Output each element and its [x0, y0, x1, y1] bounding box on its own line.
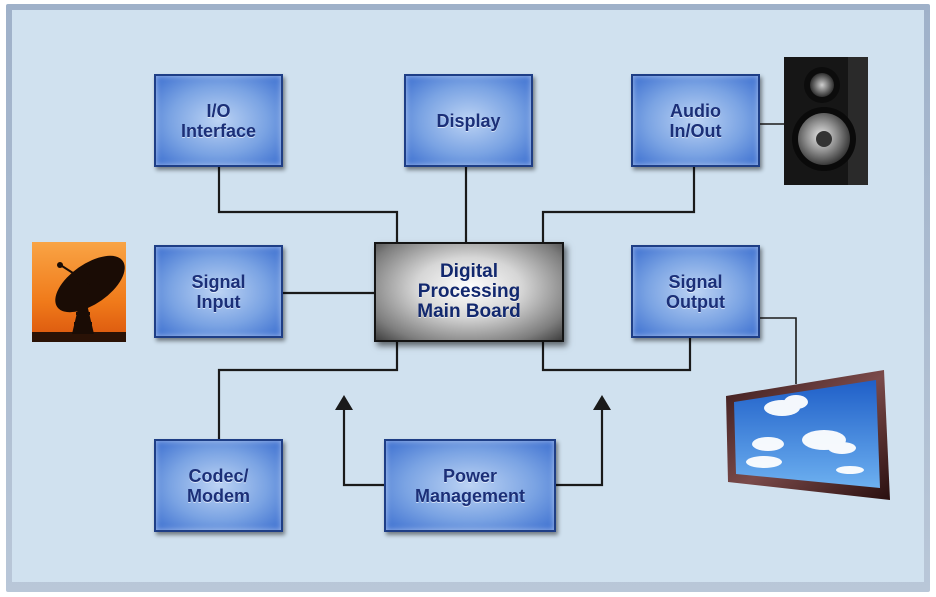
speaker-icon — [784, 57, 868, 185]
wire-signal-output-to-tv — [760, 317, 797, 384]
wire-main-to-codec — [217, 342, 399, 439]
flat-screen-tv-icon — [724, 370, 892, 500]
wire-main-to-signal-output — [541, 338, 692, 372]
node-main-board[interactable]: Digital Processing Main Board — [374, 242, 564, 342]
wire-power-left-arrow — [342, 408, 384, 487]
wire-io-to-main — [217, 167, 399, 242]
satellite-dish-icon — [32, 242, 126, 342]
node-power-management[interactable]: Power Management — [384, 439, 556, 532]
node-signal-input[interactable]: Signal Input — [154, 245, 283, 338]
wire-audio-to-main — [541, 167, 696, 242]
arrowhead-right — [593, 395, 611, 410]
node-display[interactable]: Display — [404, 74, 533, 167]
arrowhead-left — [335, 395, 353, 410]
node-codec-modem[interactable]: Codec/ Modem — [154, 439, 283, 532]
wire-power-right-arrow — [556, 408, 604, 487]
node-signal-output[interactable]: Signal Output — [631, 245, 760, 338]
node-audio-in-out[interactable]: Audio In/Out — [631, 74, 760, 167]
node-io-interface[interactable]: I/O Interface — [154, 74, 283, 167]
